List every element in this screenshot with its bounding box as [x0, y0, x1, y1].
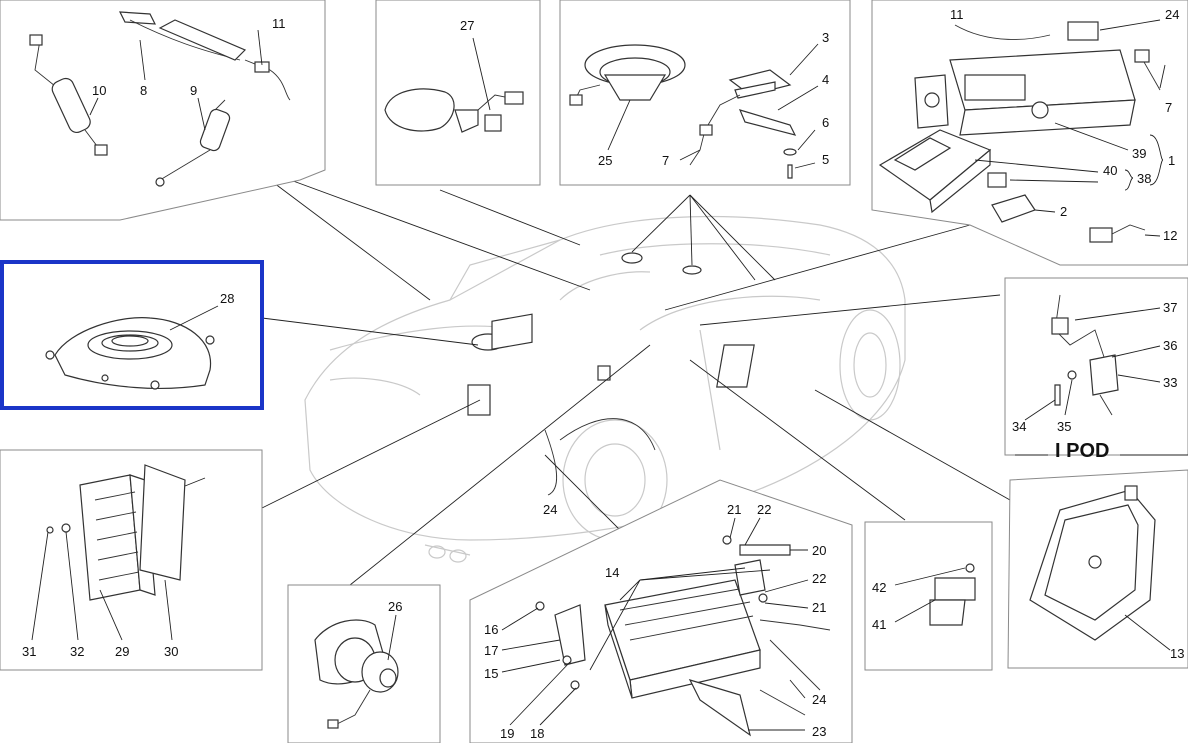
label-33: 33: [1163, 375, 1177, 390]
panel-amplifier-left: [0, 449, 263, 671]
label-24-lower: 24: [812, 692, 826, 707]
label-6: 6: [822, 115, 829, 130]
panel-head-unit: [871, 0, 1188, 266]
label-25: 25: [598, 153, 612, 168]
label-13: 13: [1170, 646, 1184, 661]
label-16: 16: [484, 622, 498, 637]
label-19: 19: [500, 726, 514, 741]
panel-ipod-holder: [1007, 469, 1188, 669]
label-5: 5: [822, 152, 829, 167]
panel-antenna-cables: [0, 0, 326, 221]
label-8: 8: [140, 83, 147, 98]
panel-subwoofer-cover: [0, 260, 264, 410]
label-37: 37: [1163, 300, 1177, 315]
label-39: 39: [1132, 146, 1146, 161]
label-1: 1: [1168, 153, 1175, 168]
ipod-heading: I POD: [1055, 440, 1109, 462]
label-17: 17: [484, 643, 498, 658]
leader-lines: [261, 177, 1011, 586]
callout-labels: 11 8 10 9 27 3 4 6 5 25 7 11 24 7 39 40 …: [22, 7, 1184, 741]
label-28: 28: [220, 291, 234, 306]
label-40: 40: [1103, 163, 1117, 178]
panel-tweeter-antenna: [559, 0, 851, 186]
label-18: 18: [530, 726, 544, 741]
label-21-lower: 21: [812, 600, 826, 615]
label-12: 12: [1163, 228, 1177, 243]
label-15: 15: [484, 666, 498, 681]
label-3: 3: [822, 30, 829, 45]
label-30: 30: [164, 644, 178, 659]
label-22-lower: 22: [812, 571, 826, 586]
label-11-head-unit: 11: [950, 7, 964, 22]
label-11: 11: [272, 16, 286, 31]
label-34: 34: [1012, 419, 1026, 434]
label-32: 32: [70, 644, 84, 659]
label-41: 41: [872, 617, 886, 632]
label-14: 14: [605, 565, 619, 580]
label-29: 29: [115, 644, 129, 659]
label-4: 4: [822, 72, 829, 87]
panel-ipod-interface: [1004, 277, 1188, 456]
label-36: 36: [1163, 338, 1177, 353]
label-26: 26: [388, 599, 402, 614]
label-27: 27: [460, 18, 474, 33]
panel-mirror-speaker: [375, 0, 541, 186]
label-7-head-unit: 7: [1165, 100, 1172, 115]
label-31: 31: [22, 644, 36, 659]
panel-door-speaker: [287, 584, 441, 744]
label-20: 20: [812, 543, 826, 558]
label-22: 22: [757, 502, 771, 517]
panel-amplifier-bracket: [469, 479, 853, 744]
label-42: 42: [872, 580, 886, 595]
label-38: 38: [1137, 171, 1151, 186]
label-35: 35: [1057, 419, 1071, 434]
label-24: 24: [1165, 7, 1179, 22]
label-24-cable: 24: [543, 502, 557, 517]
label-2: 2: [1060, 204, 1067, 219]
label-10: 10: [92, 83, 106, 98]
panel-bracket-small: [864, 521, 993, 671]
label-23: 23: [812, 724, 826, 739]
label-7: 7: [662, 153, 669, 168]
label-9: 9: [190, 83, 197, 98]
label-21: 21: [727, 502, 741, 517]
